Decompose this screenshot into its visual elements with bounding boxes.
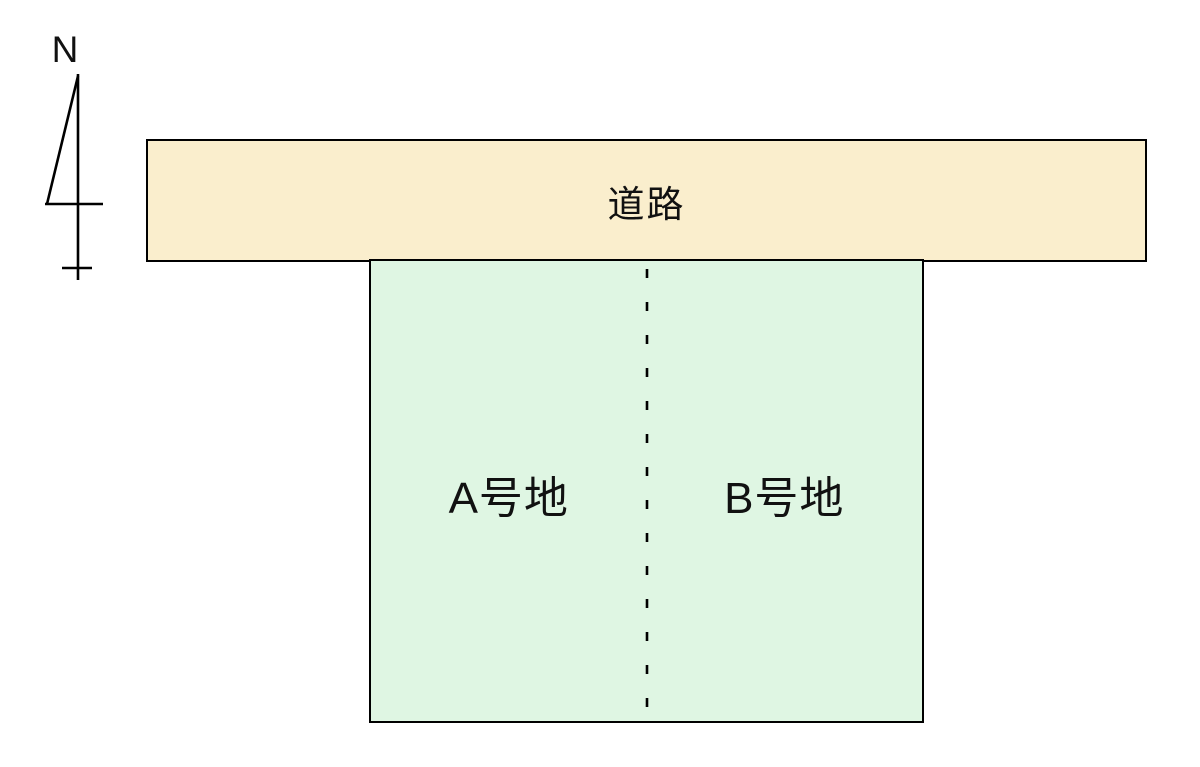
north-label: N	[52, 29, 79, 70]
plot-b: B号地	[647, 261, 923, 721]
plot-b-label: B号地	[724, 474, 845, 523]
plot-divider-dashed-line	[645, 261, 648, 721]
north-arrow-icon: N	[45, 29, 103, 280]
north-arrow-diagonal	[45, 75, 80, 205]
plots-area: A号地 B号地	[369, 259, 924, 723]
plot-a-label: A号地	[448, 474, 569, 523]
road-area: 道路	[146, 139, 1147, 262]
plot-a: A号地	[371, 261, 647, 721]
road-label: 道路	[607, 183, 686, 225]
